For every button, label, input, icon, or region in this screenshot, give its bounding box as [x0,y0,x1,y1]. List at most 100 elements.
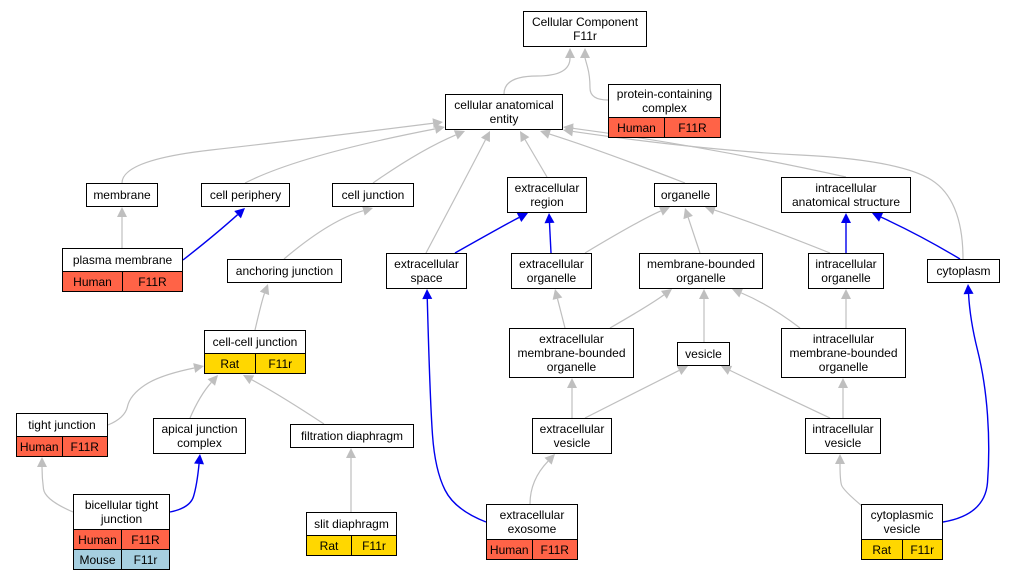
edge-ec_mb_organelle-to-extracellular_organelle [552,289,566,329]
edge-line [254,293,266,331]
edge-line [609,294,665,329]
go-term-label: cell junction [341,188,405,202]
edge-line [524,139,548,178]
edge-arrowhead [243,375,255,385]
edge-intracellular_vesicle-to-vesicle [721,365,831,419]
go-term-cell-junction[interactable]: cell junction [332,183,414,207]
go-term-anatomical-entity[interactable]: cellular anatomical entity [445,94,563,130]
go-term-cell-periphery[interactable]: cell periphery [201,183,290,207]
go-term-label: filtration diaphragm [300,429,404,443]
go-term-label: cell periphery [209,188,282,202]
go-term-anchoring-junction[interactable]: anchoring junction [227,259,342,283]
go-term-intracellular-structure[interactable]: intracellular anatomical structure [781,177,911,213]
annotation-species: Human [489,542,529,557]
edge-arrowhead [434,123,445,134]
edge-arrowhead [838,378,848,388]
edge-arrowhead [835,454,845,464]
edge-line [714,209,831,254]
go-term-label: plasma membrane [72,253,173,267]
go-term-ic-mb-organelle[interactable]: intracellular membrane-bounded organelle [781,328,906,378]
edge-arrowhead [207,375,218,386]
annotation-row: Rat F11r [205,353,305,373]
go-term-label: Cellular Component F11r [531,15,639,43]
go-term-label: intracellular membrane-bounded organelle [789,332,898,374]
edge-ic_mb_organelle-to-membrane_bounded_organelle [732,288,801,329]
edge-slit_diaphragm-to-filtration_diaphragm [346,448,356,512]
annotation-gene: F11R [121,530,169,549]
edge-line [556,298,566,329]
go-term-extracellular-region[interactable]: extracellular region [507,177,587,213]
edge-line [121,122,434,184]
edge-extracellular_region-to-anatomical_entity [520,131,548,178]
go-term-filtration-diaphragm[interactable]: filtration diaphragm [290,424,414,448]
edge-line [182,214,239,261]
go-term-extracellular-space[interactable]: extracellular space [386,253,467,289]
edge-arrowhead [346,448,356,458]
go-term-membrane-bounded-organelle[interactable]: membrane-bounded organelle [639,253,763,289]
edge-line [454,216,520,254]
go-term-ec-mb-organelle[interactable]: extracellular membrane-bounded organelle [509,328,634,378]
edge-arrowhead [732,288,744,298]
go-term-root[interactable]: Cellular Component F11r [523,11,647,47]
edge-protein_complex-to-root [580,48,609,101]
go-term-apical-junction-complex[interactable]: apical junction complex [153,418,246,454]
edge-extracellular_exosome-to-extracellular_space [422,289,487,523]
go-term-label: membrane [93,188,151,202]
edge-line [572,130,964,260]
annotation-species: Rat [872,542,892,557]
edge-line [584,57,609,101]
edge-arrowhead [259,284,270,296]
edge-arrowhead [544,213,555,224]
edge-line [372,134,457,184]
annotation-species: Human [617,120,656,135]
go-term-membrane[interactable]: membrane [86,183,158,207]
go-term-label: extracellular organelle [519,257,584,285]
go-term-cytoplasm[interactable]: cytoplasm [927,259,1000,283]
annotation-gene: F11R [664,118,720,137]
edge-extracellular_organelle-to-extracellular_region [544,213,555,254]
edge-arrowhead [660,289,672,299]
annotation-species: Human [19,439,59,454]
annotation-gene: F11r [901,540,943,559]
edge-cytoplasm-to-anatomical_entity [563,126,964,260]
edge-arrowhead [676,366,688,375]
edge-membrane-to-anatomical_entity [121,118,443,184]
go-term-label: intracellular vesicle [812,422,874,450]
annotation-gene: F11r [254,354,306,373]
go-term-label: cellular anatomical entity [454,98,554,126]
go-term-organelle[interactable]: organelle [654,183,717,207]
edge-arrowhead [544,454,555,465]
go-term-vesicle[interactable]: vesicle [677,342,730,366]
go-term-label: intracellular anatomical structure [791,181,901,209]
go-term-extracellular-vesicle[interactable]: extracellular vesicle [532,418,612,454]
go-term-label: cell-cell junction [212,335,298,349]
go-term-extracellular-organelle[interactable]: extracellular organelle [511,253,592,289]
edge-anatomical_entity-to-root [503,48,575,95]
annotation-species: Rat [220,356,240,371]
go-term-intracellular-organelle[interactable]: intracellular organelle [808,253,884,289]
edge-extracellular_space-to-anatomical_entity [425,131,490,254]
edge-extracellular_organelle-to-organelle [584,206,670,254]
go-term-intracellular-vesicle[interactable]: intracellular vesicle [805,418,881,454]
go-term-label: tight junction [28,418,96,432]
edge-arrowhead [520,131,530,143]
edge-line [687,217,701,254]
edge-arrowhead [658,206,670,216]
go-term-label: intracellular organelle [815,257,877,285]
edge-cytoplasmic_vesicle-to-intracellular_vesicle [835,454,863,507]
go-term-label: organelle [660,188,711,202]
edge-line [107,367,195,426]
